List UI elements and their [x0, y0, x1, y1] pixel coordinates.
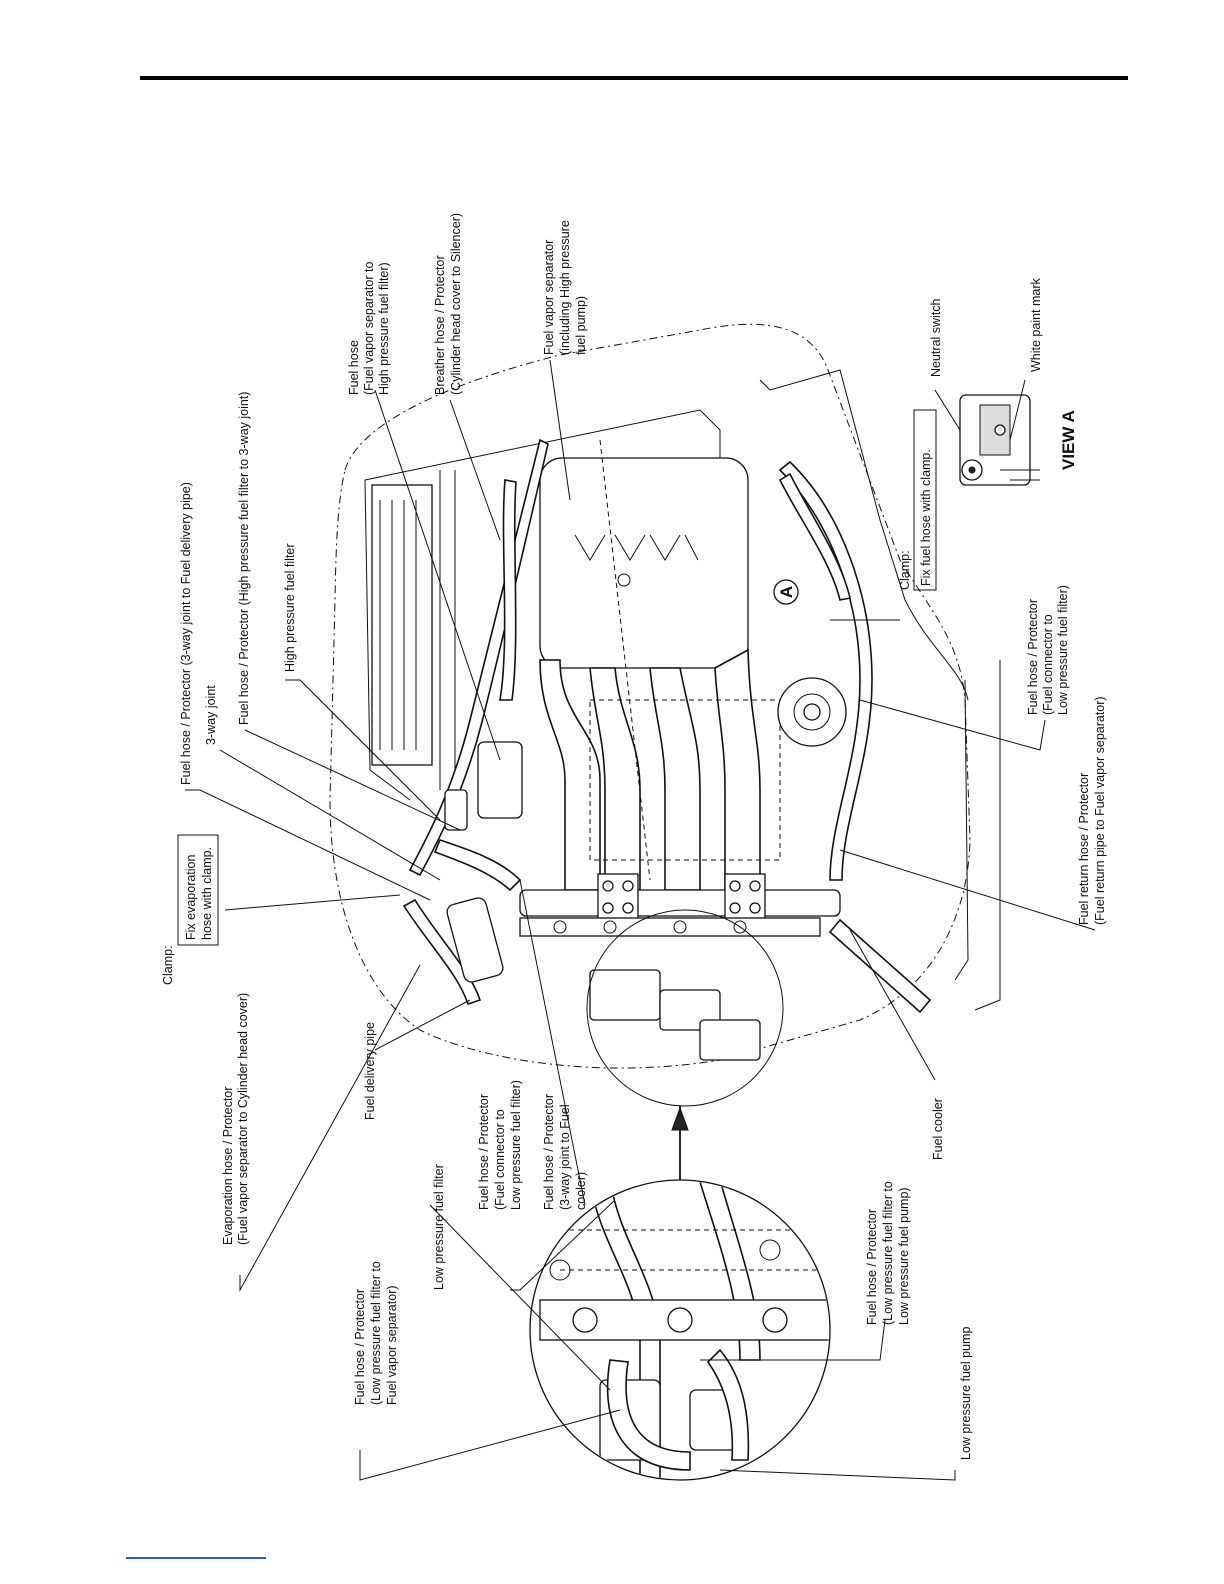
- label-fuel-vapor-separator-1: Fuel vapor separator: [542, 240, 556, 355]
- label-lpf-pump-3: Low pressure fuel pump): [897, 1187, 911, 1325]
- detail-callout-circle: [586, 909, 784, 1107]
- header-rule: [140, 76, 1128, 80]
- leader-lines: [185, 359, 1096, 1481]
- label-inset-conn-3: Low pressure fuel filter): [509, 1080, 523, 1210]
- label-inset-3way-1: Fuel hose / Protector: [542, 1094, 556, 1210]
- label-view-a: VIEW A: [1059, 410, 1078, 470]
- injector-block-2: [724, 873, 766, 921]
- label-3way-joint: 3-way joint: [204, 685, 218, 745]
- label-fuel-hose-3way-delivery: Fuel hose / Protector (3-way joint to Fu…: [179, 482, 193, 785]
- intake-manifold-plenum: [539, 457, 749, 669]
- cowling-outline: [329, 323, 971, 1069]
- label-fuel-hose-conn-2: (Fuel connector to: [1041, 614, 1055, 715]
- clamp-fuel-box: [913, 409, 937, 591]
- label-inset-3way-2: (3-way joint to Fuel: [558, 1104, 572, 1210]
- label-lpf-fvs-1: Fuel hose / Protector: [353, 1289, 367, 1405]
- view-a-detail: [959, 394, 1040, 486]
- label-low-pressure-fuel-pump: Low pressure fuel pump: [959, 1327, 973, 1460]
- label-lpf-pump-1: Fuel hose / Protector: [865, 1209, 879, 1325]
- label-low-pressure-fuel-filter: Low pressure fuel filter: [432, 1164, 446, 1290]
- engine-block: [364, 409, 721, 801]
- detail-inset: [529, 1179, 831, 1481]
- label-fuel-return-1: Fuel return hose / Protector: [1077, 773, 1091, 925]
- clamp-evaporation-box: [177, 834, 219, 946]
- label-inset-conn-2: (Fuel connector to: [493, 1109, 507, 1210]
- label-fuel-hose-fvs-3: High pressure fuel filter): [377, 262, 391, 395]
- low-pressure-pump-area: [589, 969, 661, 1021]
- label-clamp-evaporation-title: Clamp:: [161, 945, 175, 985]
- view-a-marker-letter: A: [777, 586, 796, 598]
- label-lpf-fvs-2: (Low pressure fuel filter to: [369, 1261, 383, 1405]
- injector-block-1: [597, 873, 639, 921]
- label-clamp-evaporation-1: Fix evaporation: [184, 854, 198, 940]
- silencer-box: [371, 484, 433, 766]
- fuel-delivery-rail: [519, 889, 841, 917]
- intake-runner-3: [649, 667, 701, 891]
- label-fuel-return-2: (Fuel return pipe to Fuel vapor separato…: [1093, 696, 1107, 925]
- label-evaporation-hose-2: (Fuel vapor separator to Cylinder head c…: [236, 993, 250, 1245]
- fuel-cooler-hose: [828, 918, 932, 1014]
- three-way-joint: [446, 897, 504, 983]
- fuel-connector-hose: [778, 472, 851, 601]
- callout-labels: Clamp: Fix evaporation hose with clamp. …: [161, 213, 1107, 1460]
- label-clamp-evaporation-2: hose with clamp.: [200, 847, 214, 940]
- label-lpf-pump-2: (Low pressure fuel filter to: [881, 1181, 895, 1325]
- view-a-marker: [773, 579, 799, 605]
- label-breather-hose-1: Breather hose / Protector: [433, 255, 447, 395]
- intake-runner-1: [539, 659, 601, 891]
- label-fuel-hose-fvs-1: Fuel hose: [347, 340, 361, 395]
- evaporation-hose: [402, 898, 482, 1006]
- label-clamp-fuel-title: Clamp:: [898, 550, 912, 590]
- label-fuel-delivery-pipe: Fuel delivery pipe: [363, 1022, 377, 1120]
- cylinder-head-flange: [519, 917, 821, 937]
- intake-runner-4: [714, 648, 761, 891]
- label-evaporation-hose-1: Evaporation hose / Protector: [221, 1087, 235, 1245]
- label-high-pressure-fuel-filter: High pressure fuel filter: [283, 543, 297, 672]
- lower-cowl: [759, 369, 969, 701]
- label-breather-hose-2: (Cylinder head cover to Silencer): [449, 213, 463, 395]
- label-fuel-hose-conn-1: Fuel hose / Protector: [1026, 599, 1040, 715]
- high-pressure-fuel-filter: [477, 741, 523, 819]
- label-inset-3way-3: cooler): [574, 1172, 588, 1210]
- label-clamp-fuel-1: Fix fuel hose with clamp.: [919, 449, 933, 586]
- label-fuel-vapor-separator-2: (including High pressure: [558, 220, 572, 355]
- label-white-paint-mark: White paint mark: [1029, 277, 1043, 372]
- footer-link-rule: [126, 1557, 266, 1559]
- breather-hose: [499, 479, 517, 701]
- label-inset-conn-1: Fuel hose / Protector: [477, 1094, 491, 1210]
- label-fuel-cooler: Fuel cooler: [931, 1098, 945, 1160]
- engine-drawing: A: [329, 323, 1001, 1185]
- fuel-return-hose: [778, 460, 873, 881]
- fuel-vapor-separator-hidden: [589, 699, 781, 861]
- detail-arrow-icon: [671, 1106, 689, 1131]
- label-neutral-switch: Neutral switch: [929, 298, 943, 377]
- label-fuel-vapor-separator-3: fuel pump): [574, 296, 588, 355]
- label-fuel-hose-hpf-3way: Fuel hose / Protector (High pressure fue…: [237, 392, 251, 725]
- label-fuel-hose-fvs-2: (Fuel vapor separator to: [362, 262, 376, 395]
- label-fuel-hose-conn-3: Low pressure fuel filter): [1056, 585, 1070, 715]
- label-lpf-fvs-3: Fuel vapor separator): [385, 1285, 399, 1405]
